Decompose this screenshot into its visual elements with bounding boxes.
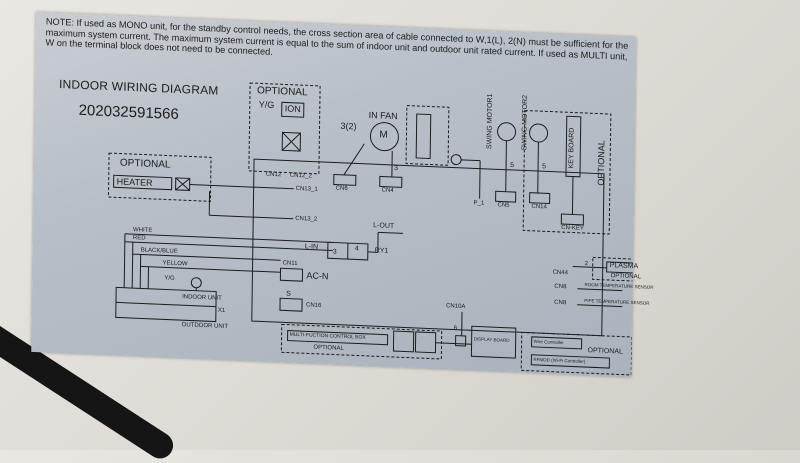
optional-plasma-label: OPTIONAL — [611, 273, 641, 280]
two-label: 2 — [585, 261, 588, 267]
in-fan-label: IN FAN — [369, 110, 398, 121]
optional-bottom-right-label: OPTIONAL — [587, 347, 623, 355]
p1-label: P_1 — [473, 200, 484, 206]
acn-label: AC-N — [306, 270, 328, 281]
cn4-label: CN4 — [382, 187, 394, 194]
cn14-label: CN14 — [531, 204, 546, 211]
cn8a-label: CN8 — [554, 284, 566, 291]
optional-heater-label: OPTIONAL — [120, 158, 171, 171]
fan-wire-label: 3(2) — [340, 121, 356, 132]
cn12-2-label: CN12_2 — [290, 173, 312, 180]
lout-label: L-OUT — [373, 222, 394, 230]
cn12-label: CN12 — [266, 172, 281, 179]
cnkey-label: CN-KEY — [561, 225, 584, 232]
optional-top-label: OPTIONAL — [257, 85, 308, 98]
x1-label: X1 — [218, 308, 225, 314]
relay-3-label: 3 — [333, 248, 337, 255]
cn6-label: CN6 — [336, 186, 348, 193]
optional-multi-label: OPTIONAL — [313, 345, 343, 352]
cn11-label: CN11 — [283, 260, 298, 267]
six-label: 6 — [454, 326, 457, 332]
wiring-diagram — [31, 12, 636, 377]
cn5-label: CN5 — [497, 202, 509, 209]
plasma-label: PLASMA — [610, 262, 639, 270]
wiring-label-plate: NOTE: If used as MONO unit, for the stan… — [31, 12, 636, 377]
ry1-label: RY1 — [375, 247, 389, 255]
wire-white — [125, 234, 333, 243]
wire-yellow — [140, 266, 280, 272]
heater-label: HEATER — [117, 176, 153, 187]
cn44-label: CN44 — [553, 270, 568, 277]
cn13-1-label: CN13_1 — [296, 186, 318, 193]
cn13-2-label: CN13_2 — [295, 216, 317, 223]
lin-label: L-IN — [305, 243, 318, 251]
white-label: WHITE — [133, 227, 152, 234]
s-label: S — [286, 291, 291, 298]
yg-bottom-label: Y/G — [164, 275, 174, 281]
swing-motor2-symbol — [529, 124, 547, 143]
relay-4-label: 4 — [355, 245, 359, 252]
cn10a-label: CN10A — [446, 303, 465, 310]
swing-motor2-label: SWING MOTOR2 — [521, 95, 529, 151]
swing-motor1-symbol — [497, 122, 515, 141]
optional-right-label: OPTIONAL — [596, 140, 607, 186]
cn16-label: CN16 — [306, 302, 321, 309]
wire-black-blue — [133, 254, 281, 260]
ion-label: ION — [285, 103, 301, 114]
yg-top-label: Y/G — [259, 99, 275, 110]
yellow-label: YELLOW — [163, 260, 188, 267]
cn8b-label: CN8 — [554, 300, 566, 307]
red-label: RED — [133, 235, 146, 242]
key-board-label: KEY BOARD — [568, 128, 576, 169]
fan-m-label: M — [379, 129, 387, 140]
three-label: 3 — [394, 165, 398, 172]
five-b-label: 5 — [542, 163, 546, 170]
swing-motor1-label: SWING MOTOR1 — [486, 93, 494, 149]
five-a-label: 5 — [510, 162, 514, 169]
